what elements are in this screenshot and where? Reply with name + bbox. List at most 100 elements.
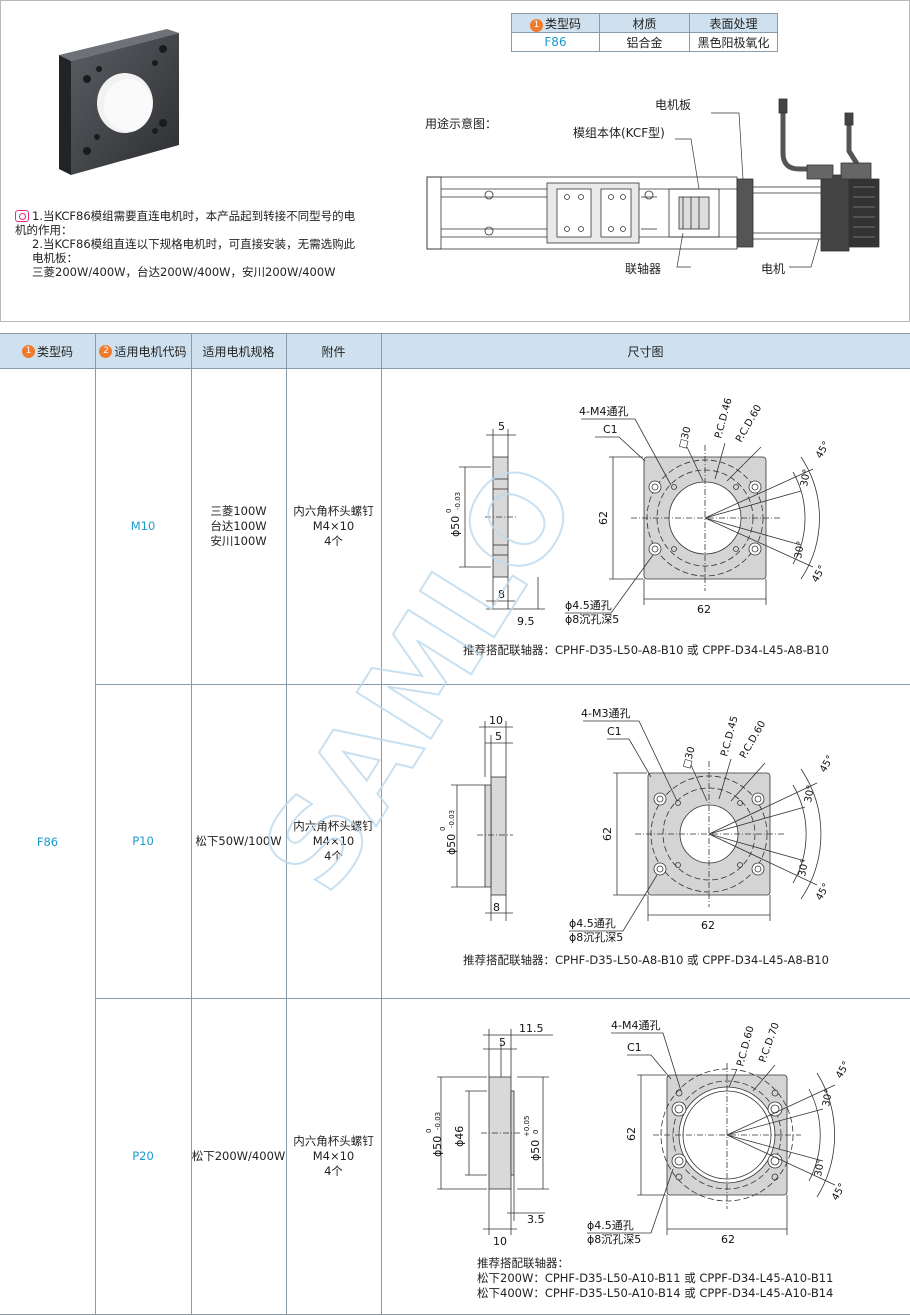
note-line-1: 1.当KCF86模组需要直连电机时，本产品起到转接不同型号的电机的作用： [15, 209, 356, 237]
motor-spec-p20: 松下200W/400W [191, 1149, 286, 1163]
svg-text:ϕ50: ϕ50 [529, 1140, 542, 1161]
svg-text:10: 10 [489, 714, 503, 727]
svg-text:30°: 30° [793, 540, 807, 559]
note-line-2: 2.当KCF86模组直连以下规格电机时，可直接安装，无需选购此电机板： [32, 237, 356, 265]
svg-text:-0.03: -0.03 [448, 810, 456, 828]
svg-text:C1: C1 [603, 423, 618, 436]
col-header-accessory: 附件 [286, 333, 381, 369]
label-motor-plate: 电机板 [655, 98, 691, 112]
svg-text:4-M3通孔: 4-M3通孔 [581, 707, 630, 720]
svg-text:-0.03: -0.03 [434, 1112, 442, 1130]
drawing-m10: 5 8 9.5 ϕ50 0 -0.03 62 62 4-M4通孔 C1 □30 … [445, 397, 832, 628]
svg-text:45°: 45° [818, 754, 836, 775]
spec-header-finish: 表面处理 [689, 13, 778, 33]
note-icon [15, 210, 29, 222]
drawing-p10: 10 5 8 ϕ50 0 -0.03 62 62 4-M3通孔 C1 □30 P… [439, 707, 836, 944]
svg-text:62: 62 [597, 511, 610, 525]
svg-text:0: 0 [439, 827, 447, 831]
svg-text:ϕ4.5通孔: ϕ4.5通孔 [587, 1219, 634, 1232]
svg-text:8: 8 [498, 588, 505, 601]
svg-text:30°: 30° [813, 1158, 827, 1177]
svg-text:8: 8 [493, 901, 500, 914]
motor-spec-p10: 松下50W/100W [195, 834, 282, 848]
svg-text:□30: □30 [677, 425, 693, 449]
spec-header-material: 材质 [599, 13, 690, 33]
svg-text:9.5: 9.5 [517, 615, 535, 628]
svg-text:62: 62 [721, 1233, 735, 1246]
usage-notes: 1.当KCF86模组需要直连电机时，本产品起到转接不同型号的电机的作用： 2.当… [15, 209, 360, 279]
motor-code-p20: P20 [132, 1149, 154, 1163]
drawing-p20: 11.5 5 10 3.5 ϕ50 0 -0.03 ϕ46 ϕ50 +0.05 … [425, 1019, 852, 1248]
svg-text:P.C.D.45: P.C.D.45 [719, 715, 740, 758]
svg-text:45°: 45° [830, 1182, 848, 1203]
svg-text:10: 10 [493, 1235, 507, 1248]
spec-material-value: 铝合金 [599, 32, 690, 52]
svg-text:ϕ50: ϕ50 [449, 516, 462, 537]
svg-text:5: 5 [495, 730, 502, 743]
svg-text:ϕ8沉孔深5: ϕ8沉孔深5 [587, 1233, 641, 1246]
spec-type-value: F86 [511, 32, 600, 52]
spec-finish-value: 黑色阳极氧化 [689, 32, 778, 52]
svg-text:+0.05: +0.05 [523, 1116, 531, 1137]
svg-text:3.5: 3.5 [527, 1213, 545, 1226]
recommend-p20-400w: 松下400W：CPHF-D35-L50-A10-B14 或 CPPF-D34-L… [477, 1286, 834, 1300]
svg-text:30°: 30° [803, 784, 817, 803]
svg-text:30°: 30° [821, 1088, 835, 1107]
svg-text:62: 62 [697, 603, 711, 616]
svg-text:ϕ50: ϕ50 [431, 1136, 444, 1157]
product-overview: 1.当KCF86模组需要直连电机时，本产品起到转接不同型号的电机的作用： 2.当… [0, 0, 910, 322]
svg-text:C1: C1 [627, 1041, 642, 1054]
note-line-3: 三菱200W/400W，台达200W/400W，安川200W/400W [32, 265, 336, 279]
svg-text:45°: 45° [834, 1060, 852, 1081]
svg-text:62: 62 [701, 919, 715, 932]
svg-text:□30: □30 [681, 745, 697, 769]
svg-text:30°: 30° [797, 858, 811, 877]
svg-text:ϕ8沉孔深5: ϕ8沉孔深5 [569, 931, 623, 944]
recommend-m10: 推荐搭配联轴器：CPHF-D35-L50-A8-B10 或 CPPF-D34-L… [463, 643, 829, 657]
svg-text:ϕ46: ϕ46 [453, 1126, 466, 1147]
svg-text:45°: 45° [814, 440, 832, 461]
recommend-p20-title: 推荐搭配联轴器： [477, 1256, 569, 1270]
svg-text:4-M4通孔: 4-M4通孔 [611, 1019, 660, 1032]
svg-text:ϕ4.5通孔: ϕ4.5通孔 [565, 599, 612, 612]
svg-text:5: 5 [499, 1036, 506, 1049]
svg-text:5: 5 [498, 420, 505, 433]
product-photo [59, 29, 179, 175]
svg-text:ϕ50: ϕ50 [445, 834, 458, 855]
svg-text:P.C.D.60: P.C.D.60 [734, 403, 764, 444]
number-badge: 1 [529, 18, 543, 32]
type-code-value: F86 [36, 834, 59, 849]
motor-code-p10: P10 [132, 834, 154, 848]
svg-text:62: 62 [601, 827, 614, 841]
svg-text:P.C.D.60: P.C.D.60 [738, 719, 768, 760]
svg-text:0: 0 [532, 1130, 540, 1134]
label-coupling: 联轴器 [625, 261, 661, 276]
usage-label: 用途示意图： [425, 117, 498, 131]
svg-text:11.5: 11.5 [519, 1022, 544, 1035]
svg-text:P.C.D.70: P.C.D.70 [757, 1021, 782, 1064]
recommend-p20-200w: 松下200W：CPHF-D35-L50-A10-B11 或 CPPF-D34-L… [477, 1271, 834, 1285]
col-header-dimension: 尺寸图 [381, 333, 910, 369]
col-header-motor-spec: 适用电机规格 [191, 333, 286, 369]
label-module-body: 模组本体(KCF型) [573, 126, 665, 140]
svg-text:0: 0 [425, 1129, 433, 1133]
svg-text:P.C.D.46: P.C.D.46 [713, 397, 734, 440]
recommend-p10: 推荐搭配联轴器：CPHF-D35-L50-A8-B10 或 CPPF-D34-L… [463, 953, 829, 967]
svg-text:4-M4通孔: 4-M4通孔 [579, 405, 628, 418]
label-motor: 电机 [761, 262, 785, 276]
svg-text:62: 62 [625, 1127, 638, 1141]
svg-text:P.C.D.60: P.C.D.60 [735, 1025, 756, 1068]
svg-text:C1: C1 [607, 725, 622, 738]
motor-code-m10: M10 [130, 519, 156, 533]
svg-text:0: 0 [445, 509, 453, 513]
svg-text:ϕ8沉孔深5: ϕ8沉孔深5 [565, 613, 619, 626]
